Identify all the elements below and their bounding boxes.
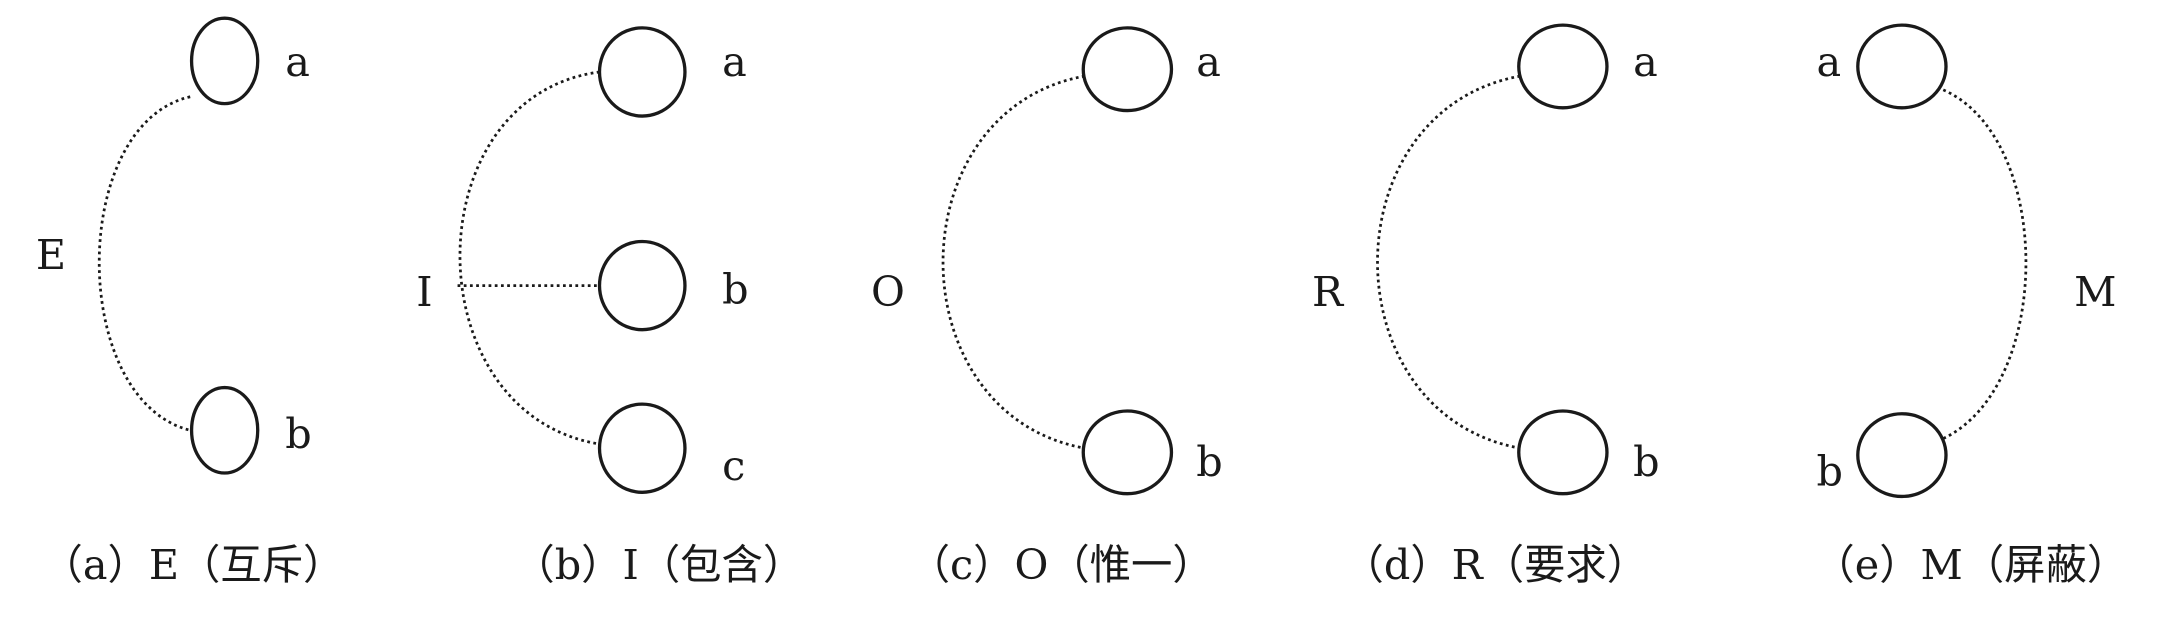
node-b: [1081, 409, 1174, 496]
node-a: [189, 16, 260, 106]
node-label-b: b: [1196, 438, 1222, 486]
relation-link: [458, 70, 600, 446]
panel-caption: （d）R（要求）: [1343, 541, 1649, 589]
node-label-a: a: [285, 38, 310, 86]
node-label-b: b: [722, 265, 748, 313]
panel-caption: （b）I（包含）: [513, 541, 804, 589]
relation-label: R: [1312, 268, 1345, 316]
node-b: [597, 239, 687, 332]
node-label-a: a: [1633, 38, 1658, 86]
relation-link: [98, 95, 191, 432]
relation-label: M: [2074, 268, 2116, 316]
node-label-a: a: [1816, 38, 1841, 86]
node-label-b: b: [285, 410, 311, 458]
panel-e-exclusive: a b E （a）E（互斥）: [36, 16, 345, 589]
relation-link: [1942, 88, 2028, 440]
panel-caption: （a）E（互斥）: [42, 541, 345, 589]
panel-caption: （c）O（惟一）: [909, 541, 1214, 589]
relation-label: I: [416, 268, 432, 316]
relation-link: [1376, 74, 1521, 450]
panel-r-require: a b R （d）R（要求）: [1312, 23, 1660, 589]
node-label-b: b: [1816, 447, 1842, 495]
panel-caption: （e）M（屏蔽）: [1813, 541, 2128, 589]
node-a: [1856, 23, 1948, 110]
relation-label: E: [36, 231, 66, 279]
node-label-c: c: [722, 442, 745, 490]
relation-label: O: [871, 268, 905, 316]
node-a: [1081, 26, 1174, 113]
panel-m-mask: a b M （e）M（屏蔽）: [1813, 23, 2128, 589]
node-label-a: a: [722, 38, 747, 86]
panel-i-inclusive: a b c I （b）I（包含）: [416, 26, 804, 589]
panel-o-unique: a b O （c）O（惟一）: [871, 26, 1223, 589]
node-a: [1517, 23, 1609, 110]
node-b: [1856, 412, 1948, 499]
relation-link: [941, 74, 1085, 450]
node-b: [1517, 409, 1609, 496]
node-c: [597, 402, 687, 494]
node-a: [597, 26, 687, 118]
node-label-a: a: [1196, 38, 1221, 86]
node-label-b: b: [1633, 438, 1659, 486]
node-b: [189, 385, 260, 475]
